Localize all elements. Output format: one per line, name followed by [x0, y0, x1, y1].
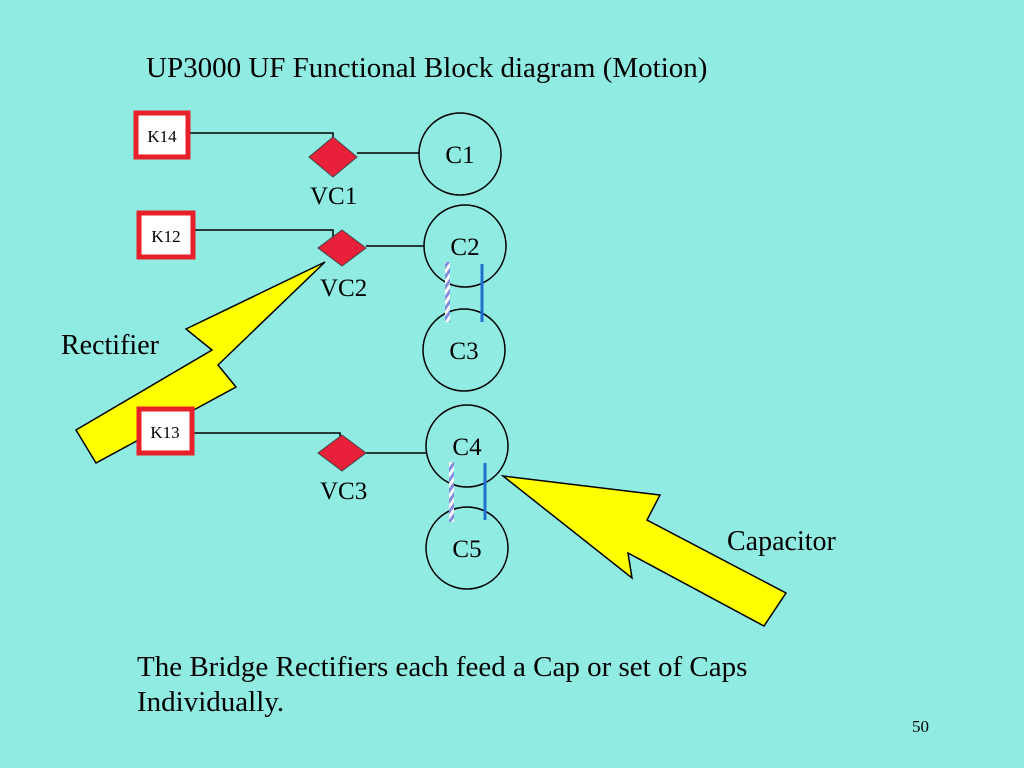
footer-line-2: Individually. [137, 686, 285, 718]
rectifier-vc1-label: VC1 [310, 183, 357, 210]
capacitor-c4 [425, 404, 509, 488]
capacitor-c5 [425, 506, 509, 590]
relay-k14: K14 [133, 110, 191, 160]
capacitor-c2 [423, 204, 507, 288]
rectifier-vc3-diamond [317, 434, 367, 472]
relay-k13-label: K13 [150, 423, 179, 442]
capacitor-link-c4-c5-striped [449, 462, 454, 522]
capacitor-c5-label: C5 [452, 536, 481, 563]
wire-k14-vc1 [190, 132, 334, 153]
rectifier-vc2-diamond [317, 229, 367, 267]
rectifier-vc1-diamond [308, 136, 358, 178]
capacitor-c1-label: C1 [445, 142, 474, 169]
relay-k12-label: K12 [151, 227, 180, 246]
relay-k13: K13 [136, 406, 195, 456]
page-title: UP3000 UF Functional Block diagram (Moti… [146, 52, 708, 84]
capacitor-callout-label: Capacitor [727, 526, 837, 557]
slide-number: 50 [912, 717, 929, 736]
capacitor-c2-label: C2 [450, 234, 479, 261]
capacitor-arrow [500, 474, 788, 627]
rectifier-vc3-label: VC3 [320, 478, 367, 505]
rectifier-vc2-label: VC2 [320, 275, 367, 302]
wire-k12-vc2 [195, 229, 334, 246]
footer-line-1: The Bridge Rectifiers each feed a Cap or… [137, 651, 748, 683]
capacitor-c1 [418, 112, 502, 196]
wire-k13-vc3 [194, 432, 341, 453]
capacitor-c3 [422, 308, 506, 392]
rectifier-callout-label: Rectifier [61, 330, 160, 361]
capacitor-c3-label: C3 [449, 338, 478, 365]
relay-k14-label: K14 [147, 127, 177, 146]
footer-note: The Bridge Rectifiers each feed a Cap or… [137, 650, 897, 720]
capacitor-c4-label: C4 [452, 434, 482, 461]
relay-k12: K12 [136, 210, 196, 260]
capacitor-link-c2-c3-striped [445, 262, 450, 322]
